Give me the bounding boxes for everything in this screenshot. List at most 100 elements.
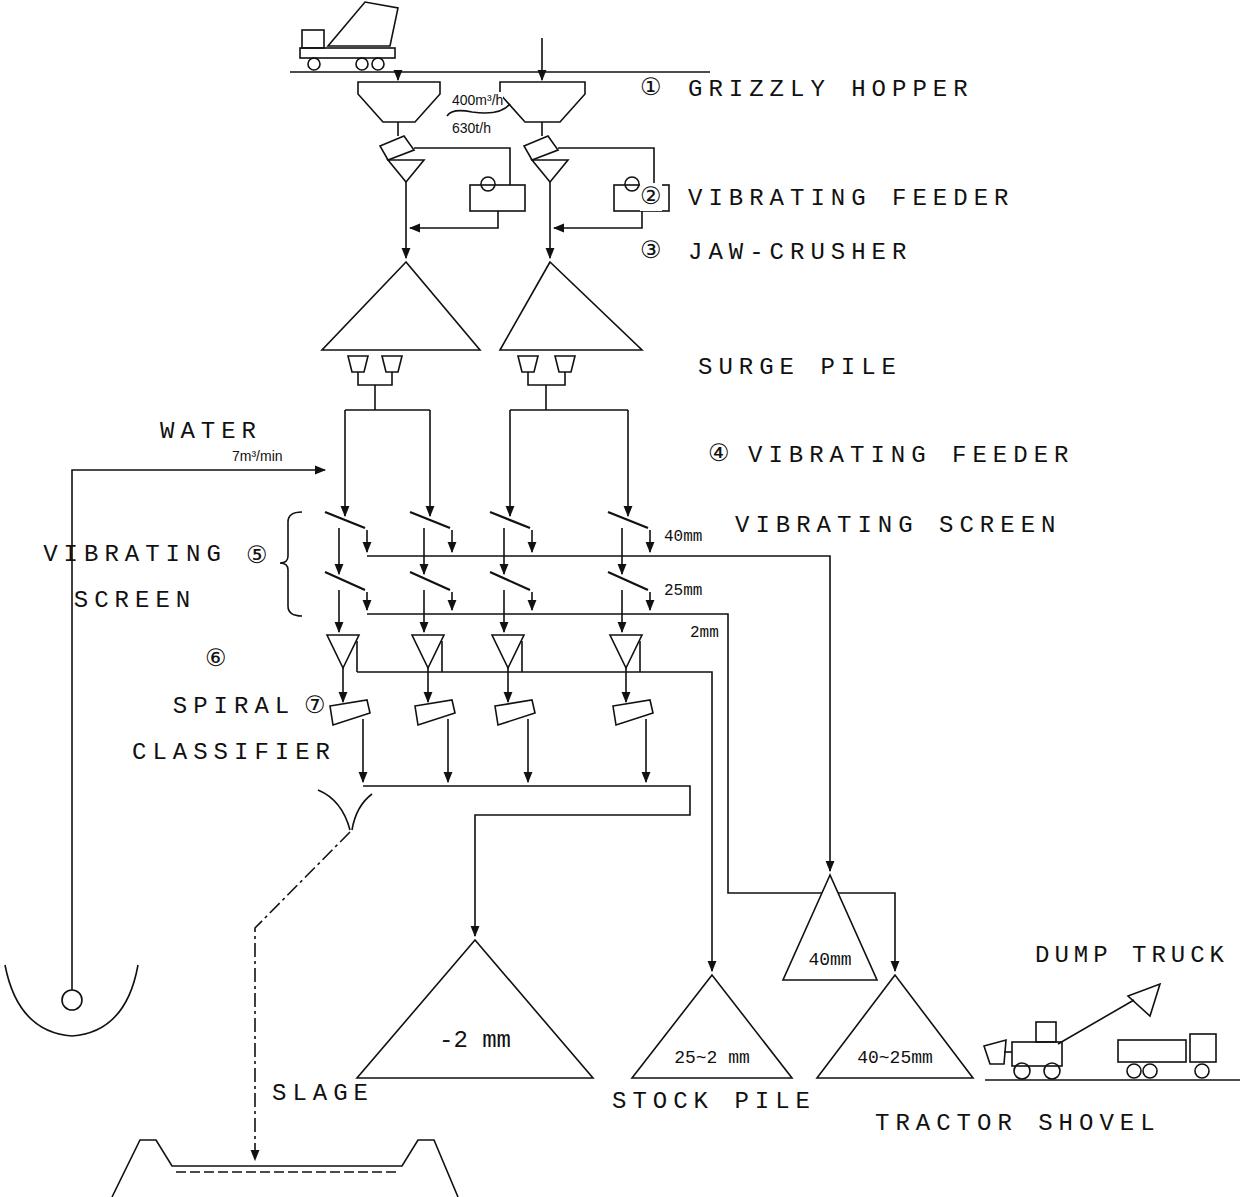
grizzly-hoppers-stroke bbox=[541, 38, 543, 80]
callout-number: ④ bbox=[708, 440, 730, 468]
pile-size: 25~2 mm bbox=[674, 1048, 750, 1068]
screen-columns-stroke bbox=[490, 410, 535, 782]
surge-piles-stroke bbox=[528, 372, 565, 385]
loader-and-truck-stroke bbox=[1044, 1063, 1060, 1079]
stock-pile: 40mm bbox=[783, 875, 877, 980]
callout-number: ③ bbox=[640, 237, 662, 265]
pile-size: 40mm bbox=[808, 950, 851, 970]
surge-piles-stroke bbox=[510, 409, 628, 411]
callout-number: ⑥ bbox=[205, 645, 227, 673]
feeders-and-crushers-stroke bbox=[625, 177, 639, 191]
feeders-and-crushers-stroke bbox=[414, 148, 510, 185]
dump-truck-top-stroke bbox=[372, 58, 384, 70]
equipment-name: SPIRAL CLASSIFIER bbox=[118, 684, 350, 776]
callout-number: ⑤ bbox=[246, 542, 268, 570]
pile-name: STOCK PILE bbox=[612, 1088, 816, 1116]
loader-and-truck-stroke bbox=[1127, 1064, 1141, 1078]
pile-triangle bbox=[632, 975, 792, 1078]
equipment-name: VIBRATING FEEDER bbox=[748, 442, 1074, 470]
slag-label: SLAGE bbox=[272, 1080, 374, 1108]
feeders-and-crushers-stroke bbox=[397, 122, 399, 136]
pile-triangle bbox=[817, 975, 973, 1078]
stock-pile: 25~2 mm bbox=[632, 975, 792, 1078]
dump-truck-top-stroke bbox=[290, 71, 710, 73]
equipment-name: TRACTOR SHOVEL bbox=[875, 1110, 1161, 1138]
loader-and-truck bbox=[984, 984, 1240, 1080]
slag-pit-stroke bbox=[318, 790, 350, 830]
dump-truck-top-stroke bbox=[328, 2, 398, 46]
feeders-and-crushers-stroke bbox=[410, 211, 498, 228]
slag-pit-stroke bbox=[112, 1140, 458, 1197]
equipment-name: VIBRATING SCREEN bbox=[30, 532, 240, 624]
product-lines-stroke bbox=[367, 556, 830, 871]
feeders-and-crushers-stroke bbox=[549, 182, 551, 258]
dump-truck-top-stroke bbox=[308, 58, 320, 70]
cyclone-size: 2mm bbox=[690, 624, 719, 642]
surge-piles bbox=[322, 262, 642, 410]
water-flow: 7m³/min bbox=[232, 448, 283, 464]
feeders-and-crushers-stroke bbox=[524, 136, 558, 160]
equipment-name: VIBRATING SCREEN bbox=[735, 512, 1061, 540]
dump-truck-top-stroke bbox=[302, 30, 324, 48]
surge-piles-stroke bbox=[545, 385, 547, 410]
screen-size: 40mm bbox=[664, 528, 702, 546]
loader-and-truck-stroke bbox=[1128, 984, 1160, 1016]
loader-and-truck-stroke bbox=[1058, 1000, 1134, 1044]
capacity-volume: 400m³/h bbox=[452, 92, 503, 108]
grizzly-hoppers-stroke bbox=[358, 82, 440, 122]
pile-size: -2 mm bbox=[439, 1027, 511, 1054]
feeders-and-crushers-stroke bbox=[532, 160, 568, 182]
screen-bracket-stroke bbox=[280, 512, 302, 616]
feeders-and-crushers-stroke bbox=[481, 177, 495, 191]
loader-and-truck-stroke bbox=[1190, 1034, 1216, 1062]
loader-and-truck-stroke bbox=[1143, 1064, 1157, 1078]
dump-truck-top-stroke bbox=[356, 58, 368, 70]
screen-columns-stroke bbox=[325, 410, 370, 782]
loader-and-truck-stroke bbox=[1014, 1063, 1030, 1079]
screen-columns-stroke bbox=[608, 410, 653, 782]
slag-pit-stroke bbox=[176, 1171, 398, 1173]
screen-columns bbox=[325, 410, 653, 782]
feeders-and-crushers bbox=[380, 122, 669, 258]
product-lines-stroke bbox=[363, 786, 690, 936]
pile-size: 40~25mm bbox=[857, 1048, 933, 1068]
surge-piles-stroke bbox=[555, 356, 575, 372]
screen-size: 25mm bbox=[664, 582, 702, 600]
feeders-and-crushers-stroke bbox=[380, 136, 414, 160]
product-lines-stroke bbox=[357, 672, 712, 971]
screen-bracket bbox=[280, 512, 302, 616]
surge-piles-stroke bbox=[382, 356, 402, 372]
stock-pile: 40~25mm bbox=[817, 975, 973, 1078]
screen-columns-stroke bbox=[410, 410, 455, 782]
water-supply-stroke bbox=[62, 990, 82, 1010]
surge-piles-stroke bbox=[358, 372, 392, 385]
equipment-name: JAW-CRUSHER bbox=[688, 239, 912, 267]
loader-and-truck-stroke bbox=[1036, 1022, 1056, 1042]
capacity-mass: 630t/h bbox=[452, 120, 491, 136]
slag-pit-stroke bbox=[255, 832, 350, 1160]
surge-piles-stroke bbox=[348, 356, 368, 372]
surge-piles-stroke bbox=[345, 409, 430, 411]
water-label: WATER bbox=[160, 418, 262, 446]
callout-number: ② bbox=[640, 183, 662, 211]
dump-truck-top bbox=[290, 2, 710, 72]
grizzly-hoppers-stroke bbox=[500, 82, 585, 122]
feeders-and-crushers-stroke bbox=[558, 148, 654, 185]
feeders-and-crushers-stroke bbox=[388, 160, 424, 182]
equipment-name: GRIZZLY HOPPER bbox=[688, 76, 974, 104]
pile-triangle bbox=[783, 875, 877, 980]
feeders-and-crushers-stroke bbox=[470, 185, 525, 211]
surge-piles-stroke bbox=[374, 385, 376, 410]
feeders-and-crushers-stroke bbox=[541, 122, 543, 136]
slag-pit-stroke bbox=[352, 794, 372, 830]
surge-piles-stroke bbox=[518, 356, 538, 372]
feeders-and-crushers-stroke bbox=[405, 182, 407, 258]
grizzly-hoppers-stroke bbox=[397, 72, 399, 80]
pile-triangle bbox=[357, 940, 593, 1078]
stock-pile: -2 mm bbox=[357, 940, 593, 1078]
pile-name: SURGE PILE bbox=[698, 354, 902, 382]
grizzly-hoppers bbox=[358, 38, 585, 122]
loader-and-truck-stroke bbox=[1195, 1064, 1209, 1078]
equipment-name: DUMP TRUCK bbox=[1035, 942, 1229, 970]
